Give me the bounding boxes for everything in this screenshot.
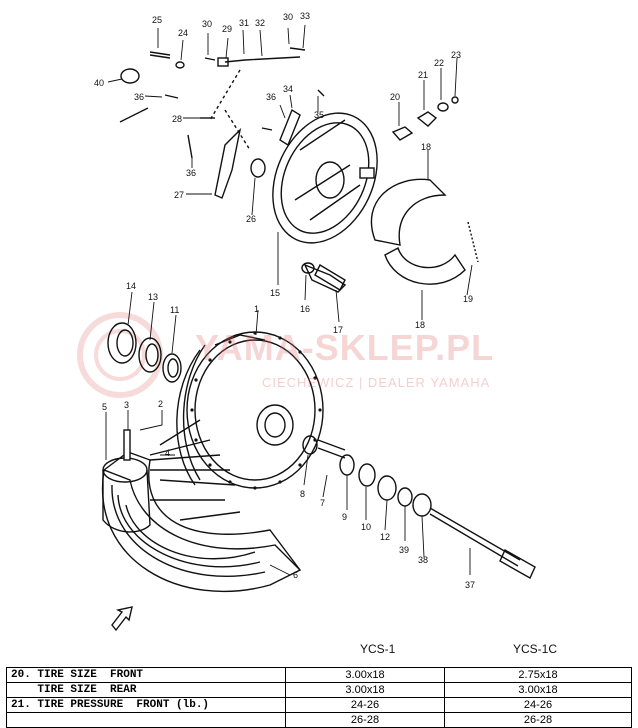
- callout-3: 3: [124, 400, 129, 410]
- callout-1: 1: [254, 304, 259, 314]
- column-header-ycs1c: YCS-1C: [513, 642, 558, 656]
- column-header-ycs1: YCS-1: [360, 642, 396, 656]
- callout-30: 30: [283, 12, 293, 22]
- watermark-subtitle: CIECHEWICZ | DEALER YAMAHA: [262, 375, 490, 390]
- tube: [102, 429, 151, 533]
- spec-label: [6, 712, 286, 728]
- callout-33: 33: [300, 11, 310, 21]
- callout-2: 2: [158, 399, 163, 409]
- callout-26: 26: [246, 214, 256, 224]
- callout-36: 36: [186, 168, 196, 178]
- callout-29: 29: [222, 24, 232, 34]
- callout-6: 6: [293, 570, 298, 580]
- spec-label: TIRE SIZE REAR: [6, 682, 286, 698]
- leader-lines: [105, 24, 473, 576]
- callout-28: 28: [172, 114, 182, 124]
- spec-value-ycs1c: 26-28: [444, 712, 632, 728]
- callout-18: 18: [421, 142, 431, 152]
- spec-label: 20. TIRE SIZE FRONT: [6, 667, 286, 683]
- callout-11: 11: [170, 305, 179, 315]
- callout-13: 13: [148, 292, 158, 302]
- callout-12: 12: [380, 532, 390, 542]
- callout-22: 22: [434, 58, 444, 68]
- callout-31: 31: [239, 18, 249, 28]
- callout-36: 36: [266, 92, 276, 102]
- callout-18: 18: [415, 320, 425, 330]
- watermark-logo: YAMA-SKLEP.PL: [195, 327, 494, 368]
- spec-value-ycs1: 3.00x18: [285, 667, 445, 683]
- exploded-parts-diagram: YAMA-SKLEP.PL CIECHEWICZ | DEALER YAMAHA…: [77, 11, 536, 632]
- callout-19: 19: [463, 294, 473, 304]
- spec-value-ycs1: 3.00x18: [285, 682, 445, 698]
- callout-7: 7: [320, 498, 325, 508]
- callout-32: 32: [255, 18, 265, 28]
- front-arrow-icon: [111, 606, 133, 632]
- brake-shoes: [370, 178, 479, 285]
- callout-23: 23: [451, 50, 461, 60]
- wheel-hub: [149, 331, 324, 521]
- callout-30: 30: [202, 19, 212, 29]
- callout-27: 27: [174, 190, 184, 200]
- callout-34: 34: [283, 84, 293, 94]
- callout-20: 20: [390, 92, 400, 102]
- callout-14: 14: [126, 281, 136, 291]
- small-parts: [119, 47, 459, 291]
- callout-15: 15: [270, 288, 280, 298]
- callout-21: 21: [418, 70, 428, 80]
- tire: [101, 451, 302, 593]
- spec-value-ycs1c: 3.00x18: [444, 682, 632, 698]
- callout-35: 35: [314, 110, 324, 120]
- bearing-set-left: [107, 322, 182, 383]
- callout-17: 17: [333, 325, 343, 335]
- callout-8: 8: [300, 489, 305, 499]
- callout-4: 4: [165, 448, 170, 458]
- callout-5: 5: [102, 402, 107, 412]
- spec-value-ycs1c: 24-26: [444, 697, 632, 713]
- callout-24: 24: [178, 28, 188, 38]
- callout-36: 36: [134, 92, 144, 102]
- spec-value-ycs1: 26-28: [285, 712, 445, 728]
- callout-25: 25: [152, 15, 162, 25]
- callout-39: 39: [399, 545, 409, 555]
- spec-value-ycs1c: 2.75x18: [444, 667, 632, 683]
- watermark: [77, 312, 163, 398]
- callout-37: 37: [465, 580, 475, 590]
- callout-40: 40: [94, 78, 104, 88]
- callout-16: 16: [300, 304, 310, 314]
- spec-label: 21. TIRE PRESSURE FRONT (lb.): [6, 697, 286, 713]
- brake-plate: [272, 112, 378, 244]
- callout-38: 38: [418, 555, 428, 565]
- spec-value-ycs1: 24-26: [285, 697, 445, 713]
- callout-9: 9: [342, 512, 347, 522]
- callout-10: 10: [361, 522, 371, 532]
- axle-assembly: [302, 435, 536, 579]
